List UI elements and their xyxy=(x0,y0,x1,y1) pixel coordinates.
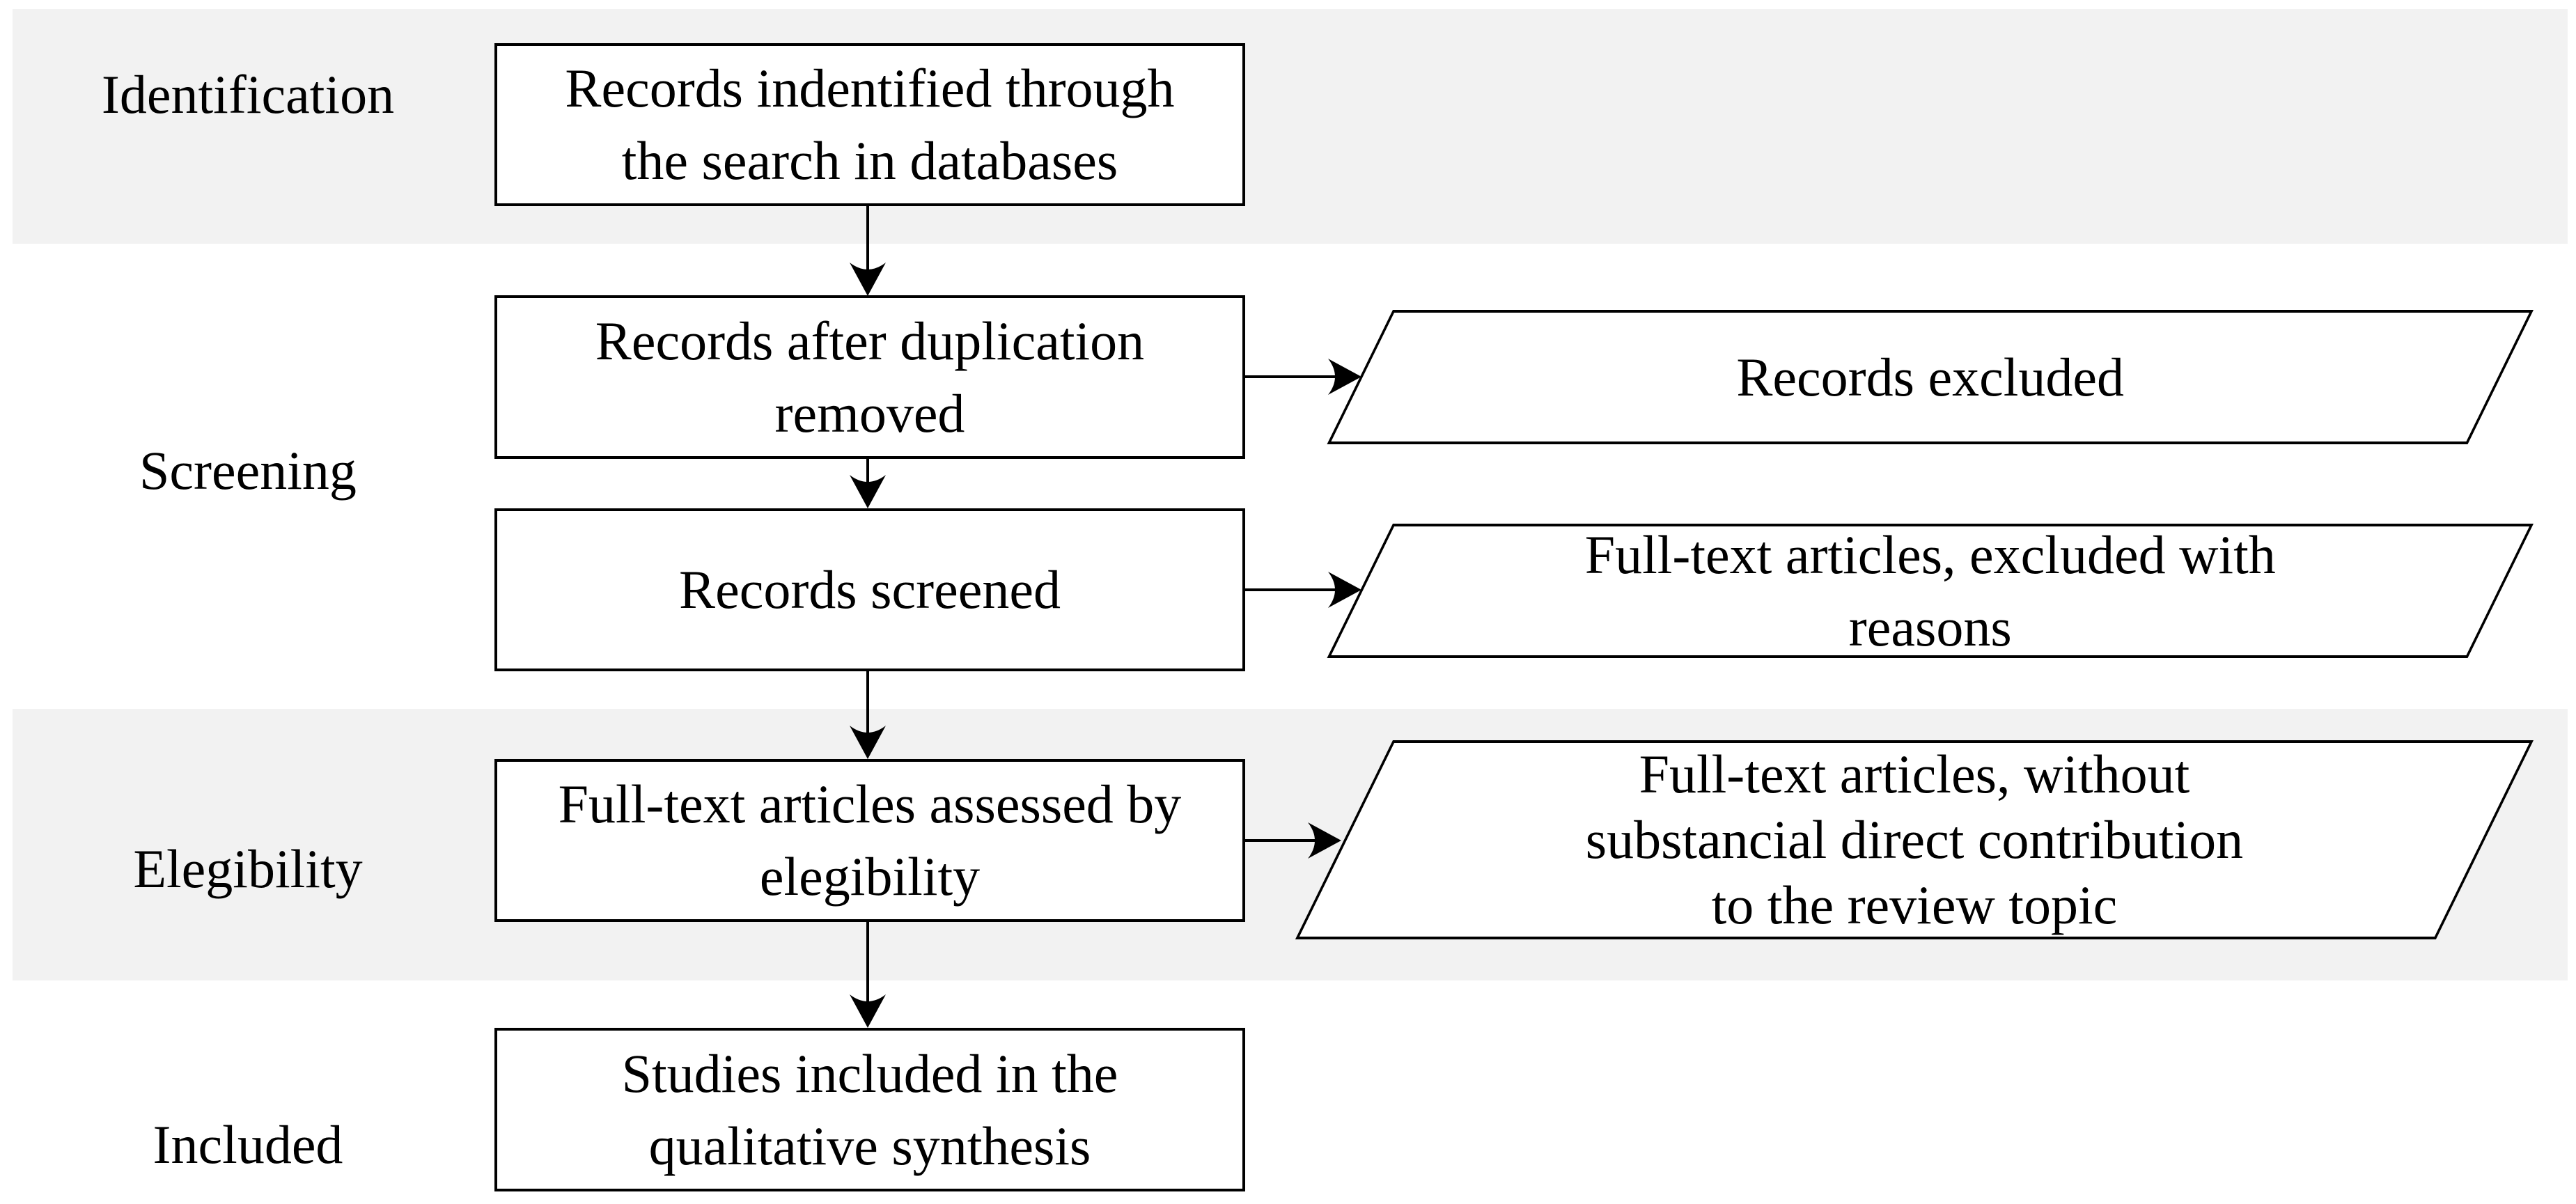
exclusion-fulltext-without-contribution: Full-text articles, without substancial … xyxy=(1295,740,2534,939)
box-line: elegibility xyxy=(759,846,981,907)
stage-label-included: Included xyxy=(153,1114,343,1175)
box-studies-included: Studies included in the qualitative synt… xyxy=(494,1028,1245,1191)
arrow-dedup-to-screened xyxy=(850,459,886,508)
box-line: Records excluded xyxy=(1736,346,2125,407)
box-records-screened: Records screened xyxy=(494,508,1245,671)
stage-label-identification: Identification xyxy=(101,64,395,125)
exclusion-content: Records excluded xyxy=(1363,313,2498,441)
box-line: substancial direct contribution xyxy=(1585,809,2244,870)
box-line: Records screened xyxy=(679,559,1061,620)
arrow-dedup-to-excluded xyxy=(1244,359,1361,395)
exclusion-records-excluded: Records excluded xyxy=(1327,310,2534,444)
stage-label-elegibility: Elegibility xyxy=(133,838,363,899)
box-line: qualitative synthesis xyxy=(648,1115,1091,1176)
box-line: Full-text articles, without xyxy=(1639,744,2190,804)
box-line: the search in databases xyxy=(621,130,1118,191)
box-line: reasons xyxy=(1848,596,2012,657)
box-line: removed xyxy=(774,382,965,444)
exclusion-content: Full-text articles, excluded with reason… xyxy=(1363,524,2498,657)
arrow-screened-to-fulltext-excluded xyxy=(1244,572,1361,608)
box-line: Studies included in the xyxy=(621,1042,1118,1104)
box-records-identified: Records indentified through the search i… xyxy=(494,43,1245,206)
box-line: to the review topic xyxy=(1711,875,2118,935)
exclusion-fulltext-excluded: Full-text articles, excluded with reason… xyxy=(1327,524,2534,658)
identification-stage-band xyxy=(13,9,2568,244)
stage-label-screening: Screening xyxy=(139,440,357,501)
box-line: Records indentified through xyxy=(565,58,1175,118)
exclusion-content: Full-text articles, without substancial … xyxy=(1347,743,2482,937)
box-line: Full-text articles, excluded with xyxy=(1584,524,2276,585)
box-fulltext-assessed: Full-text articles assessed by elegibili… xyxy=(494,759,1245,922)
box-records-after-duplication: Records after duplication removed xyxy=(494,295,1245,459)
box-line: Records after duplication xyxy=(595,310,1145,371)
box-line: Full-text articles assessed by xyxy=(558,774,1182,834)
